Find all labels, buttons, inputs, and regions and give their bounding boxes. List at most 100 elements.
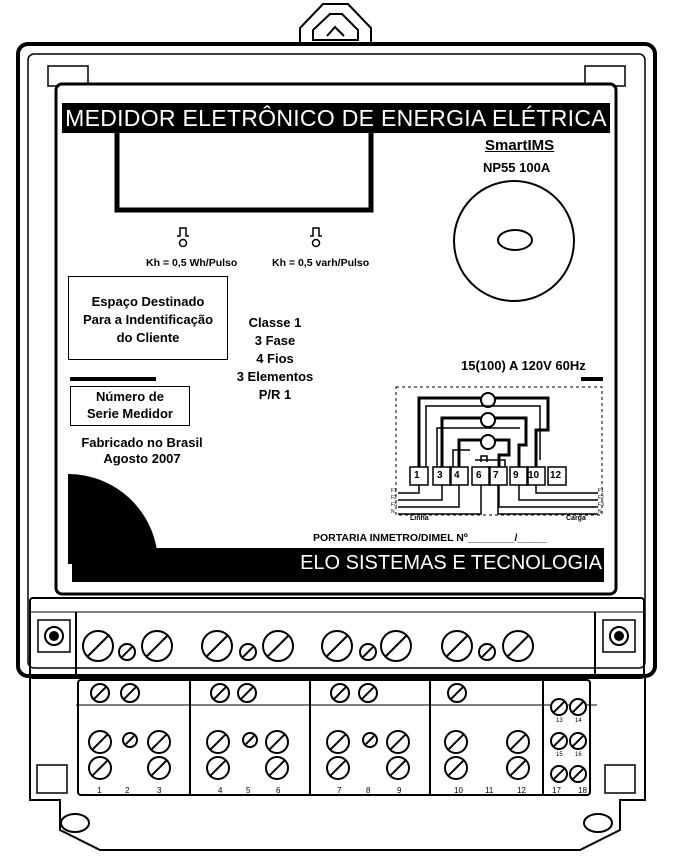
screw-slot (552, 767, 566, 781)
terminal-number: 9 (397, 786, 402, 795)
screw-slot (332, 685, 348, 701)
terminal-number: 8 (366, 786, 371, 795)
terminal-number: 7 (337, 786, 342, 795)
screw-slot (244, 734, 256, 746)
screw-slot (552, 700, 566, 714)
corner-quarter-disc (68, 474, 158, 564)
screw-slot (91, 733, 109, 751)
screw-slot (445, 634, 469, 658)
wiring-terminal-number: 10 (528, 470, 540, 481)
serial-number-box (70, 386, 190, 426)
screw-slot (124, 734, 136, 746)
wiring-phase-left: F1 (391, 488, 397, 494)
terminal-number: 4 (218, 786, 223, 795)
model-code: NP55 100A (483, 160, 551, 175)
wiring-terminal-number: 1 (414, 470, 420, 481)
client-box-line: Espaço Destinado (91, 294, 205, 309)
screw-slot (571, 767, 585, 781)
wiring-diagram (395, 386, 603, 516)
wiring-terminal-number: 4 (454, 470, 460, 481)
screw-slot (268, 759, 286, 777)
divider-bar (70, 377, 156, 381)
divider-bar (581, 377, 603, 381)
wiring-terminal-number: 12 (550, 470, 562, 481)
wiring-terminal-number: 3 (437, 470, 443, 481)
screw-slot (480, 645, 494, 659)
pulse-constant-reactive: Kh = 0,5 varh/Pulso (272, 257, 370, 269)
client-id-box (68, 276, 228, 360)
screw-slot (571, 700, 585, 714)
client-box-line: Para a Indentificação (82, 312, 214, 327)
side-terminal-number: 13 (556, 718, 563, 724)
terminal-number: 10 (454, 786, 463, 795)
title-band: MEDIDOR ELETRÔNICO DE ENERGIA ELÉTRICA (62, 103, 610, 133)
screw-slot (509, 759, 527, 777)
terminal-number: 17 (552, 786, 561, 795)
screw-slot (447, 759, 465, 777)
screw-slot (86, 634, 110, 658)
base-plate (29, 678, 646, 851)
screw-slot (552, 734, 566, 748)
screw-slot (209, 733, 227, 751)
screw-slot (361, 645, 375, 659)
maker-band-bg (72, 548, 604, 582)
wiring-phase-right: F1 (598, 488, 604, 494)
wiring-terminal-number: 6 (476, 470, 482, 481)
rating-label: 15(100) A 120V 60Hz (461, 358, 586, 373)
optical-port-lens (497, 229, 533, 251)
terminal-number: 2 (125, 786, 130, 795)
screw-slot (209, 759, 227, 777)
terminal-number: 3 (157, 786, 162, 795)
wiring-terminal-number: 7 (493, 470, 499, 481)
terminal-number: 1 (97, 786, 102, 795)
spec-line: P/R 1 (258, 387, 292, 402)
spec-line: 3 Fase (254, 333, 296, 348)
screw-slot (145, 634, 169, 658)
terminal-screws-upper (82, 630, 534, 662)
screw-slot (120, 645, 134, 659)
wiring-load-label: Carga (566, 515, 586, 522)
pulse-constant-active: Kh = 0,5 Wh/Pulso (146, 257, 238, 269)
side-terminal-number: 16 (575, 752, 582, 758)
terminal-number: 6 (276, 786, 281, 795)
hanger-hook (299, 3, 372, 45)
screw-slot (92, 685, 108, 701)
wiring-phase-right: F2 (598, 495, 604, 501)
side-terminal-number: 14 (575, 718, 582, 724)
serial-box-line: Número de (96, 389, 164, 404)
serial-box-line: Serie Medidor (87, 406, 173, 421)
client-box-line: do Cliente (116, 330, 180, 345)
wiring-phase-right: F3 (598, 502, 604, 508)
wiring-phase-left: F3 (391, 502, 397, 508)
maker-label: ELO SISTEMAS E TECNOLOGIA (300, 552, 602, 574)
wiring-phase-right: N (598, 509, 602, 515)
spec-line: 3 Elementos (236, 369, 314, 384)
screw-slot (447, 733, 465, 751)
screw-slot (122, 685, 138, 701)
screw-slot (266, 634, 290, 658)
screw-slot (325, 634, 349, 658)
screw-slot (384, 634, 408, 658)
screw-slot (509, 733, 527, 751)
terminal-number: 5 (246, 786, 251, 795)
terminal-number: 18 (578, 786, 587, 795)
wiring-phase-left: N (391, 509, 395, 515)
made-in-line: Agosto 2007 (103, 451, 181, 466)
pulse-led-icon (310, 227, 322, 248)
screw-slot (150, 759, 168, 777)
wiring-phase-left: F2 (391, 495, 397, 501)
model-name: SmartIMS (485, 137, 555, 154)
side-terminal-number: 15 (556, 752, 563, 758)
wiring-line-label: Linha (410, 515, 429, 522)
terminal-number: 12 (517, 786, 526, 795)
spec-line: 4 Fios (256, 351, 294, 366)
screw-slot (205, 634, 229, 658)
lcd-window (114, 127, 374, 213)
screw-slot (364, 734, 376, 746)
made-in-line: Fabricado no Brasil (81, 435, 203, 450)
spec-line: Classe 1 (248, 315, 302, 330)
terminal-number: 11 (485, 786, 494, 795)
screw-slot (239, 685, 255, 701)
